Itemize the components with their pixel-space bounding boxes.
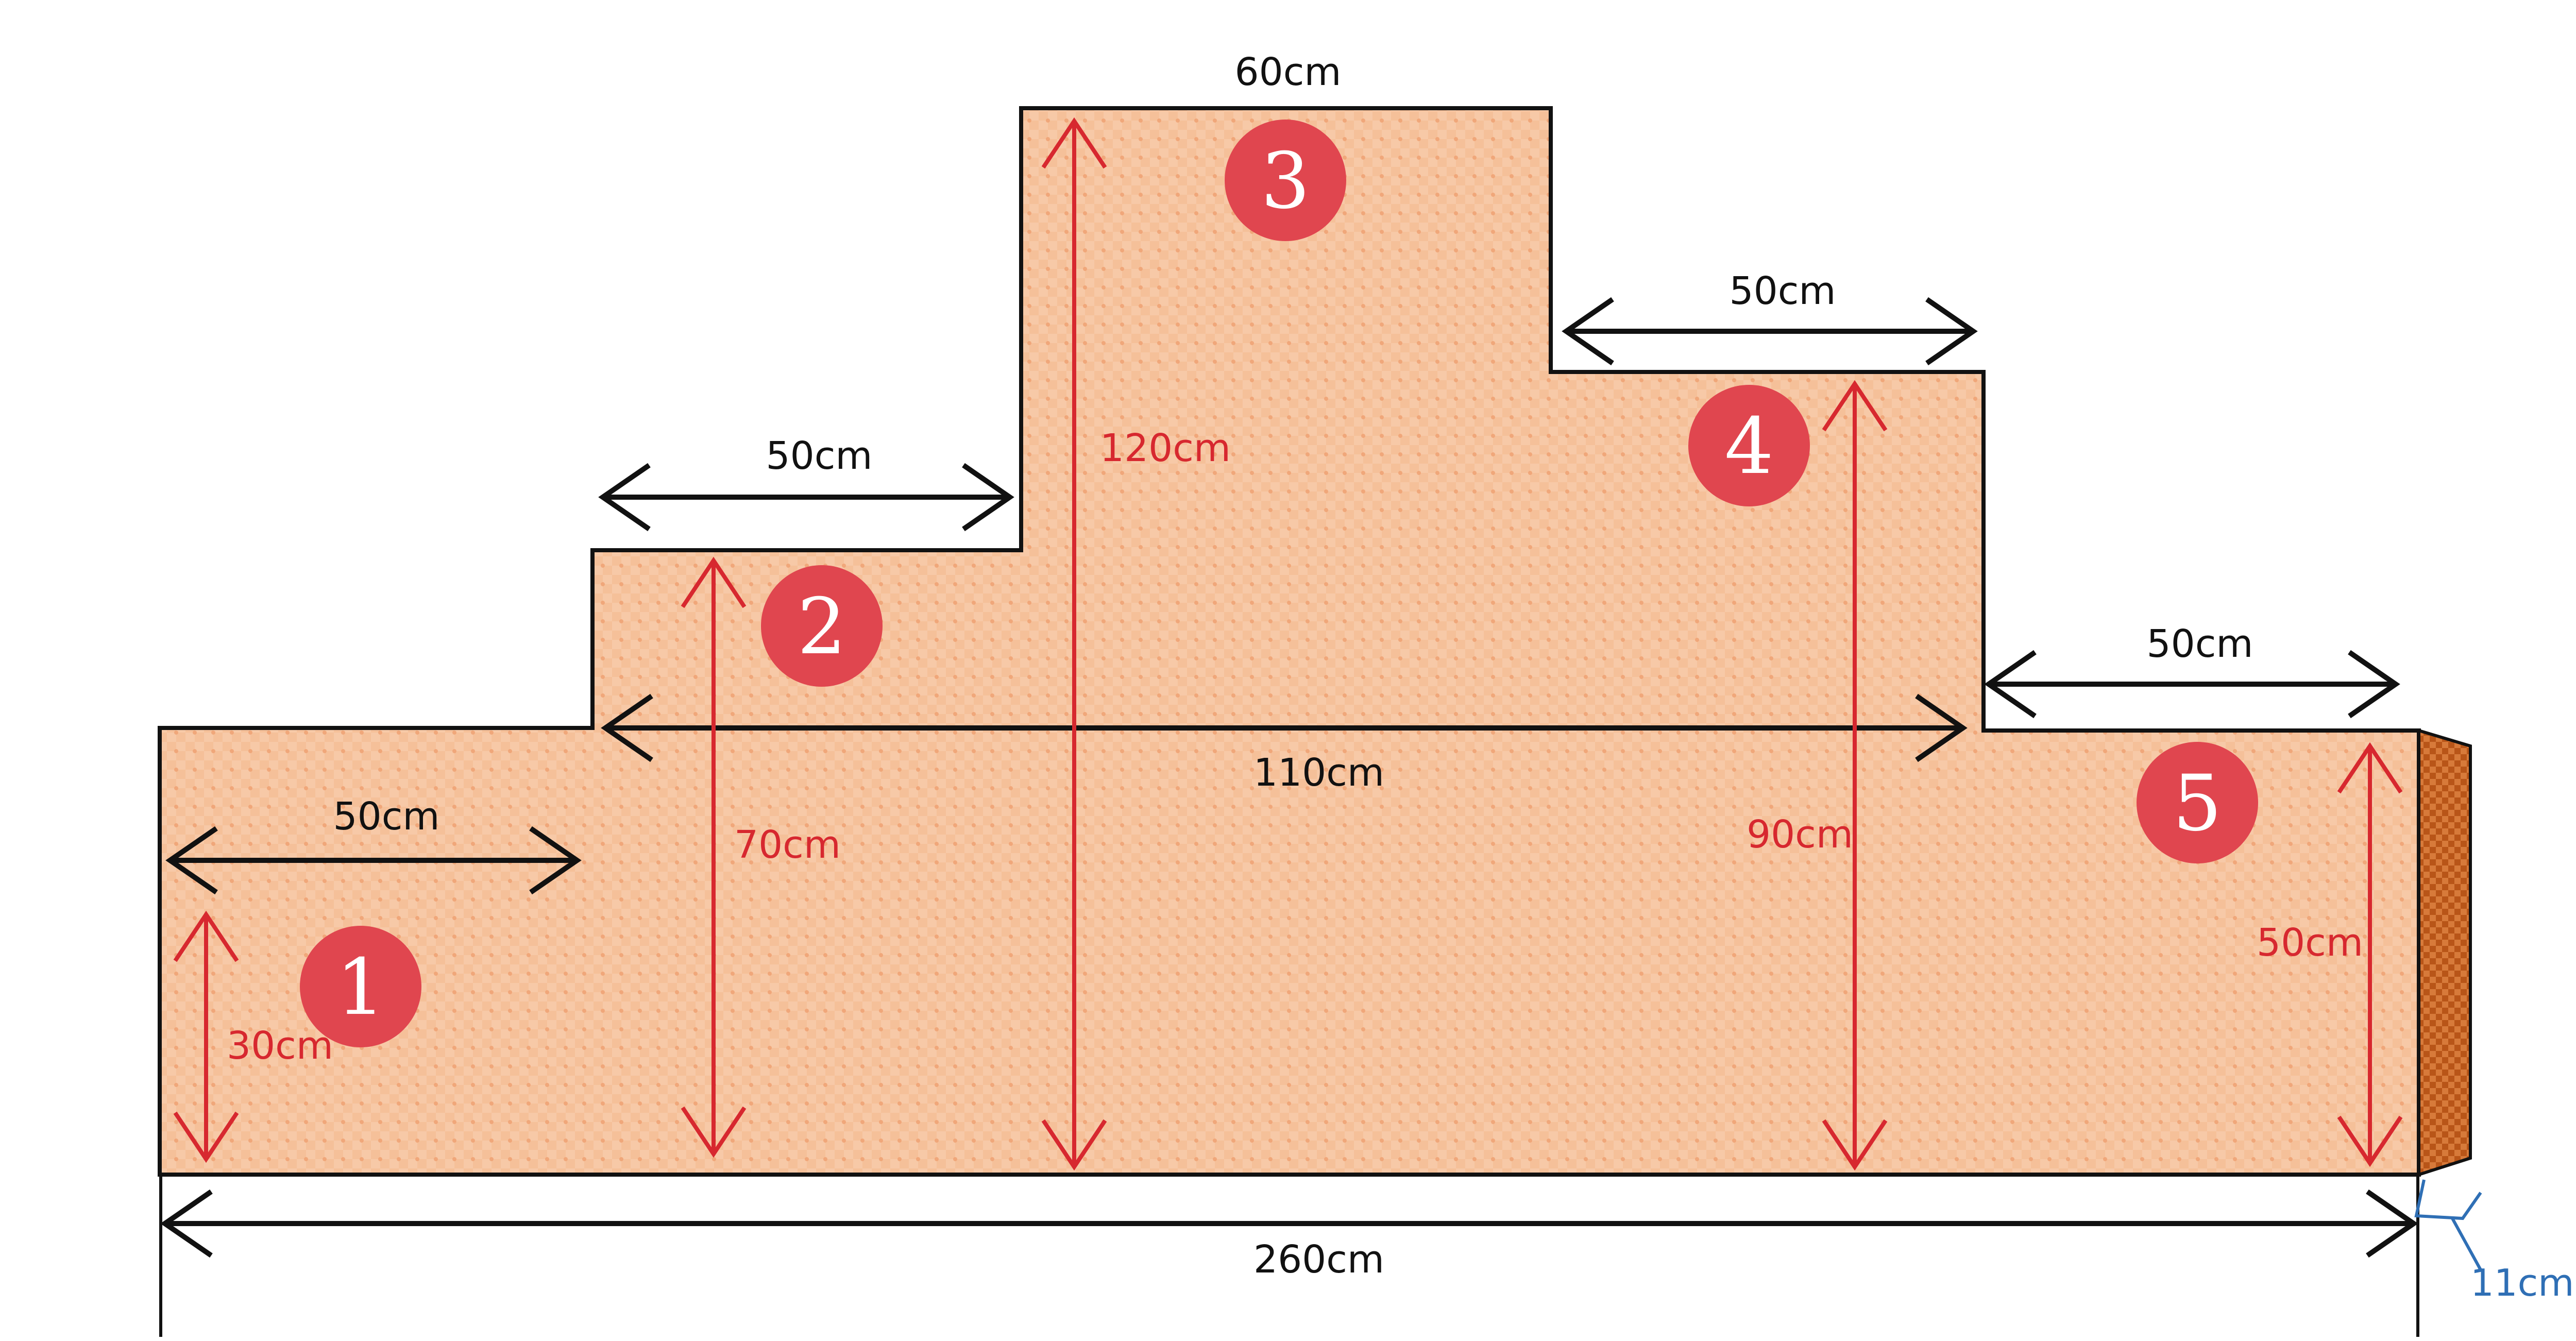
dim-height-120: 120cm — [1041, 117, 1231, 1171]
dim-height-70: 70cm — [681, 556, 841, 1158]
dim-height-30-label: 30cm — [227, 1024, 333, 1068]
dim-step1-label: 50cm — [333, 794, 440, 839]
dim-step5-label: 50cm — [2147, 622, 2253, 666]
dim-height-30: 30cm — [173, 910, 333, 1163]
svg-text:1: 1 — [336, 943, 385, 1032]
svg-text:3: 3 — [1261, 137, 1310, 226]
dim-top-label: 60cm — [1235, 50, 1342, 94]
dim-step1-width: 50cm — [165, 794, 582, 895]
cushion-edge-strip — [2417, 728, 2472, 1177]
dim-height-120-label: 120cm — [1100, 426, 1231, 470]
dim-height-50: 50cm — [2257, 742, 2403, 1167]
dim-height-90-label: 90cm — [1747, 812, 1853, 857]
dim-step2-width: 50cm — [598, 434, 1014, 532]
badge-4: 4 — [1688, 385, 1810, 506]
svg-text:4: 4 — [1724, 402, 1773, 491]
dim-height-50-label: 50cm — [2257, 921, 2363, 965]
dim-height-90: 90cm — [1747, 380, 1888, 1171]
dim-total-260: 260cm — [160, 1189, 2418, 1282]
dim-height-70-label: 70cm — [734, 823, 841, 867]
svg-text:2: 2 — [797, 582, 846, 672]
badge-5: 5 — [2137, 742, 2258, 863]
badge-3: 3 — [1225, 120, 1346, 241]
dim-depth-11: 11cm — [2414, 1179, 2574, 1304]
badge-1: 1 — [300, 926, 421, 1047]
svg-text:5: 5 — [2173, 759, 2222, 848]
dim-span-110-label: 110cm — [1253, 751, 1384, 795]
dim-step4-width: 50cm — [1562, 269, 1978, 366]
dim-depth-11-label: 11cm — [2470, 1261, 2574, 1304]
badge-2: 2 — [761, 565, 883, 687]
dim-total-260-label: 260cm — [1253, 1237, 1384, 1282]
dim-step4-label: 50cm — [1730, 269, 1836, 313]
cushion-body — [158, 106, 2421, 1177]
dim-span-110: 110cm — [601, 693, 1968, 795]
dim-step2-label: 50cm — [766, 434, 873, 478]
dim-step5-width: 50cm — [1984, 622, 2400, 719]
